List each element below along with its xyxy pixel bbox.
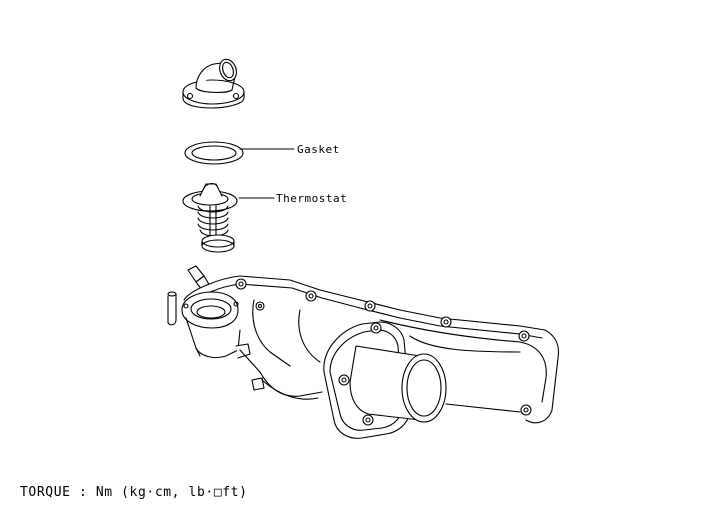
gasket-part <box>184 141 244 165</box>
throttle-body-cylinder <box>349 345 447 423</box>
gasket-label: Gasket <box>297 143 340 156</box>
thermostat-label: Thermostat <box>276 192 348 205</box>
water-inlet-housing <box>182 58 245 109</box>
bolt-bosses <box>235 278 532 416</box>
torque-units-note: TORQUE : Nm (kg·cm, lb·□ft) <box>20 485 248 500</box>
intake-manifold-assembly <box>167 265 560 439</box>
thermostat-part <box>182 182 238 253</box>
